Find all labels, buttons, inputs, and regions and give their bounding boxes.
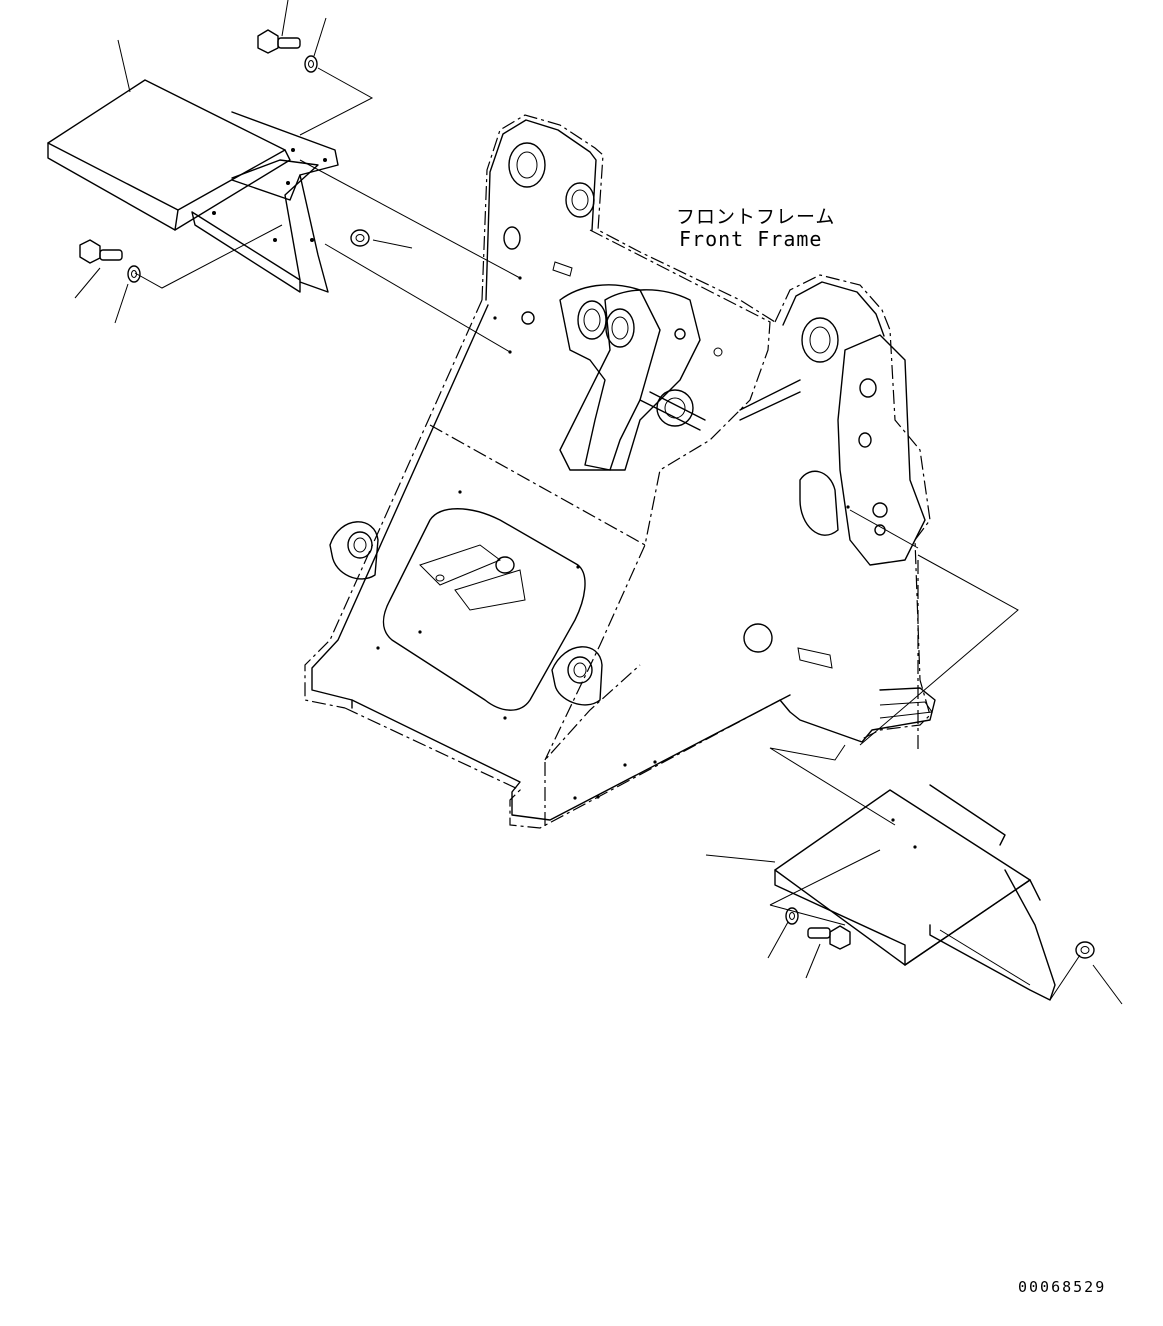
frame-rivets [376,276,917,849]
upper-left-cover [47,79,339,293]
front-frame-label-japanese: フロントフレーム [676,206,836,228]
front-frame-outline [304,114,936,829]
drawing-number: 00068529 [1018,1278,1107,1296]
upper-left-fasteners [79,29,370,283]
upper-left-leader-lines [74,0,521,353]
front-frame-label-english: Front Frame [679,227,823,251]
lower-right-leader-lines [705,509,1123,1005]
lower-right-fasteners [785,907,1095,959]
lower-right-cover [774,784,1056,1001]
